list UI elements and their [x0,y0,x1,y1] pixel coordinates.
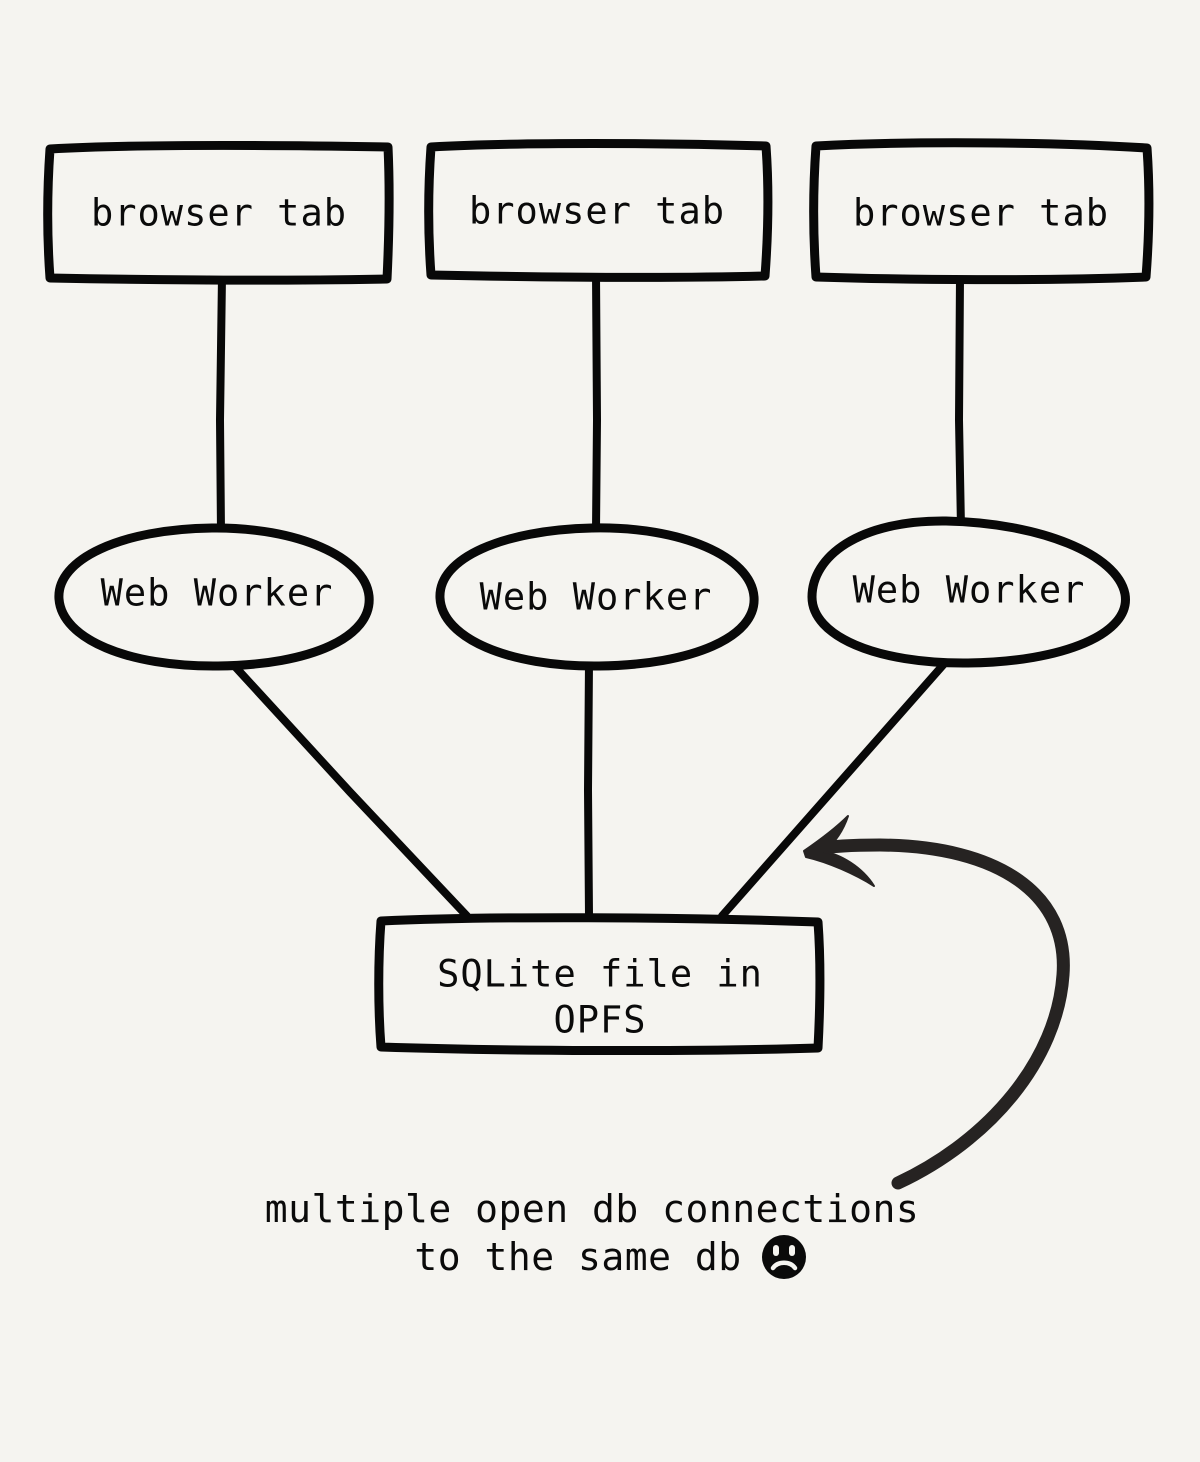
edge-worker-2-to-sqlite [583,658,593,920]
edge-group-worker-to-sqlite [225,656,948,920]
node-worker-2[interactable]: Web Worker [435,523,759,671]
worker-1-label: Web Worker [101,572,334,615]
worker-2-label: Web Worker [480,576,713,619]
edge-worker-3-to-sqlite [718,660,948,920]
frowning-face-mouth [770,1260,798,1271]
worker-3-label: Web Worker [853,569,1086,612]
worker-3-outline [807,516,1130,668]
node-worker-1[interactable]: Web Worker [54,523,374,671]
node-tab-1[interactable]: browser tab [43,140,394,285]
edge-worker-1-to-sqlite [225,656,471,920]
frowning-face-right-eye [789,1245,795,1256]
sqlite-opfs-label-line-1: SQLite file in [437,953,763,996]
edge-group-tab-to-worker [215,270,965,537]
sqlite-opfs-label-line-2: OPFS [553,999,646,1042]
frowning-face-icon [762,1235,806,1279]
annotation-curved-arrow [803,815,1070,1190]
edge-tab-2-to-worker-2 [592,270,602,534]
worker-2-outline [435,523,759,671]
node-sqlite-opfs[interactable]: SQLite file in OPFS [374,913,825,1056]
node-tab-2[interactable]: browser tab [424,139,773,283]
edge-tab-1-to-worker-1 [215,272,226,537]
annotation-caption-line-1: multiple open db connections [265,1187,920,1231]
node-tab-3[interactable]: browser tab [809,138,1154,285]
node-worker-3[interactable]: Web Worker [807,516,1130,668]
tab-3-label: browser tab [853,192,1109,235]
edge-tab-3-to-worker-3 [954,273,965,532]
tab-3-outline [809,138,1154,285]
annotation-caption-line-2: to the same db [414,1235,741,1279]
annotation-caption: multiple open db connections to the same… [265,1187,920,1279]
tab-2-label: browser tab [469,190,725,233]
sqlite-opfs-outline [374,913,825,1056]
tab-1-label: browser tab [91,192,347,235]
tab-1-outline [43,140,394,285]
annotation-arrow-head [803,815,875,887]
frowning-face-left-eye [773,1245,779,1256]
annotation-arrow-body [811,838,1070,1190]
tab-2-outline [424,139,773,283]
worker-1-outline [54,523,374,671]
frowning-face-circle [762,1235,806,1279]
